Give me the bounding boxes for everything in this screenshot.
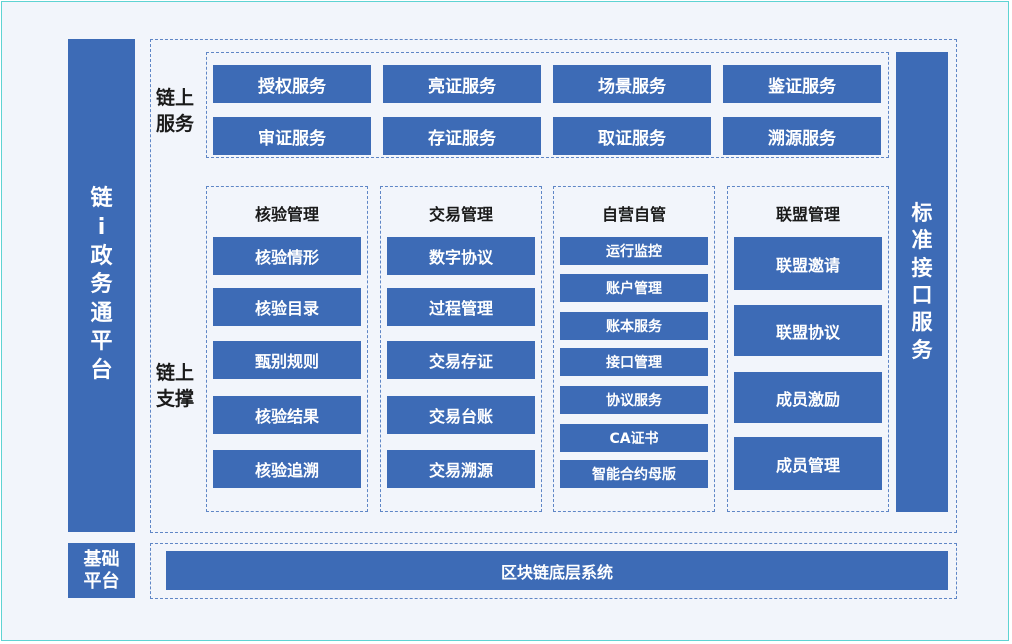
item-box: 协议服务 — [560, 386, 708, 414]
group-title: 自营自管 — [601, 205, 666, 224]
item-box: 甄别规则 — [213, 341, 361, 379]
self-management-group — [553, 186, 715, 512]
item-box: 核验结果 — [213, 396, 361, 434]
service-box: 存证服务 — [383, 117, 541, 155]
service-box: 鉴证服务 — [723, 65, 881, 103]
group-title: 核验管理 — [254, 205, 319, 224]
alliance-management-group — [727, 186, 889, 512]
item-box: 过程管理 — [387, 288, 535, 326]
item-box: 联盟邀请 — [734, 237, 882, 290]
platform-bar: 链 i 政 务 通 平 台 — [68, 39, 135, 532]
item-box: 交易存证 — [387, 341, 535, 379]
service-box: 亮证服务 — [383, 65, 541, 103]
item-box: 联盟协议 — [734, 305, 882, 356]
item-box: 数字协议 — [387, 237, 535, 275]
base-platform-box: 基础 平台 — [68, 543, 135, 598]
item-box: 交易溯源 — [387, 450, 535, 488]
chain-services-group — [206, 52, 889, 158]
item-box: CA证书 — [560, 424, 708, 452]
item-box: 核验追溯 — [213, 450, 361, 488]
blockchain-base-bar: 区块链底层系统 — [166, 551, 948, 590]
main-container — [150, 39, 957, 533]
verification-management-group — [206, 186, 368, 512]
service-box: 审证服务 — [213, 117, 371, 155]
item-box: 交易台账 — [387, 396, 535, 434]
service-box: 取证服务 — [553, 117, 711, 155]
chain-support-label: 链上 支撑 — [156, 362, 195, 410]
item-box: 运行监控 — [560, 237, 708, 265]
service-box: 溯源服务 — [723, 117, 881, 155]
item-box: 核验情形 — [213, 237, 361, 275]
item-box: 账户管理 — [560, 274, 708, 302]
group-title: 联盟管理 — [775, 205, 840, 224]
service-box: 授权服务 — [213, 65, 371, 103]
standard-interface-bar: 标 准 接 口 服 务 — [896, 52, 948, 512]
item-box: 智能合约母版 — [560, 460, 708, 488]
item-box: 接口管理 — [560, 348, 708, 376]
item-box: 核验目录 — [213, 288, 361, 326]
service-box: 场景服务 — [553, 65, 711, 103]
item-box: 成员管理 — [734, 437, 882, 490]
base-container — [150, 543, 957, 599]
group-title: 交易管理 — [428, 205, 493, 224]
transaction-management-group — [380, 186, 542, 512]
chain-services-label: 链上 服务 — [156, 87, 195, 135]
item-box: 成员激励 — [734, 372, 882, 423]
item-box: 账本服务 — [560, 312, 708, 340]
